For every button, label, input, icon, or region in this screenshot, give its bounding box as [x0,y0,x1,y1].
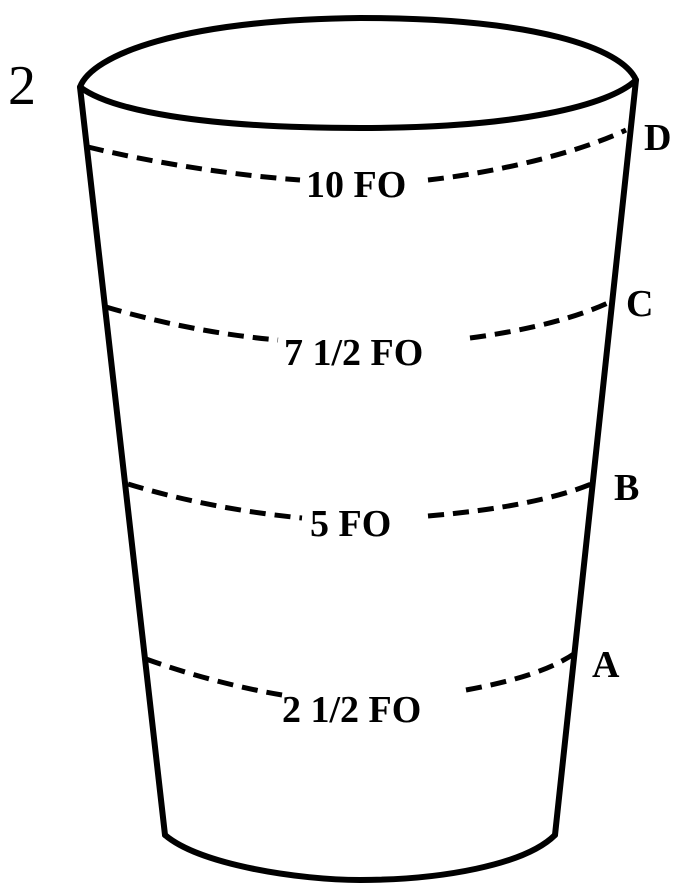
fill-line-b-right [427,479,598,519]
volume-label-b: 5 FO [310,503,391,545]
fill-line-a-right [465,648,580,693]
marker-b: B [614,467,639,509]
fill-line-a-left [145,656,283,698]
fill-line-c-left [105,304,279,343]
fill-line-c-right [469,297,616,341]
volume-label-d: 10 FO [306,164,406,206]
fill-line-d-right [427,127,628,183]
volume-label-a: 2 1/2 FO [282,689,421,731]
volume-label-c: 7 1/2 FO [284,332,423,374]
fill-level-a: 2 1/2 FO A [145,644,620,731]
fill-level-c: 7 1/2 FO C [105,283,653,374]
cup-bottom [162,832,558,883]
cup-right-wall [552,77,639,838]
cup-left-wall [77,84,168,838]
marker-d: D [644,117,671,159]
fill-line-b-left [127,481,303,521]
fill-level-d: 10 FO D [87,117,671,206]
fill-line-d-left [87,144,301,183]
cup-rim [77,15,639,131]
fill-level-b: 5 FO B [127,467,639,545]
marker-c: C [626,283,653,325]
figure-number: 2 [8,55,36,117]
marker-a: A [592,644,620,686]
